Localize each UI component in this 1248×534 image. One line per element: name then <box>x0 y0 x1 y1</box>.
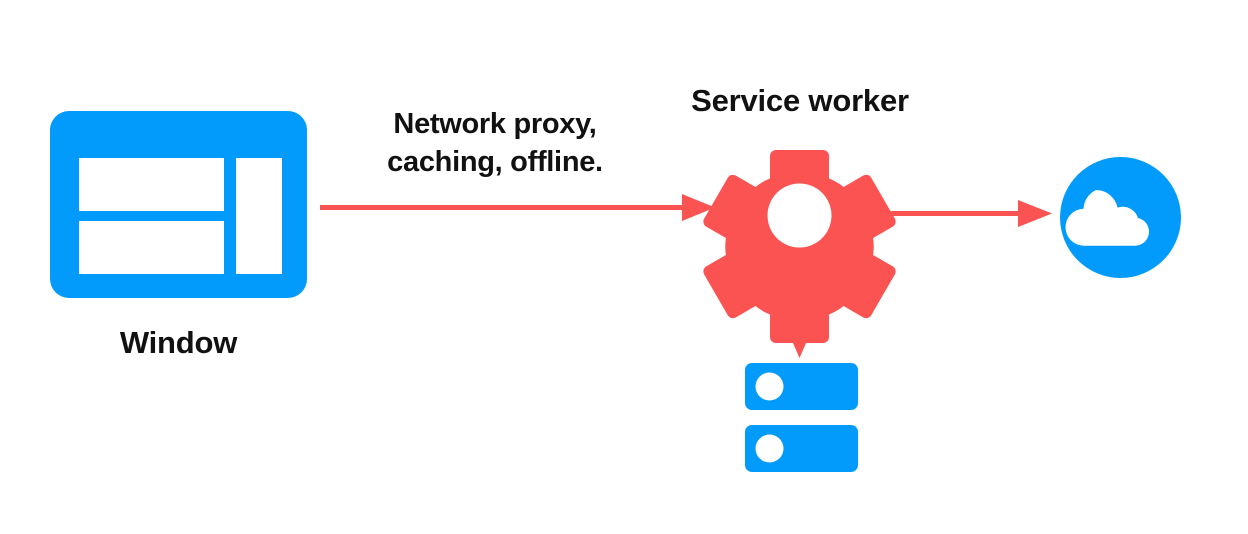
cloud-icon <box>1060 157 1181 278</box>
window-pane-side <box>236 158 282 274</box>
caption-line-2: caching, offline. <box>387 146 603 179</box>
network-proxy-caption: Network proxy, caching, offline. <box>330 105 660 182</box>
window-pane-bottom <box>79 221 224 274</box>
arrow-window-to-service-worker <box>320 194 715 221</box>
window-label: Window <box>119 325 238 360</box>
server-indicator-top <box>755 372 784 401</box>
caption-line-1: Network proxy, <box>393 108 597 140</box>
server-storage-icon <box>745 363 858 472</box>
gear-icon <box>703 149 896 344</box>
service-worker-label: Service worker <box>691 83 909 118</box>
browser-window-icon <box>50 111 307 298</box>
server-indicator-bottom <box>755 434 784 463</box>
arrow-service-worker-to-network <box>870 200 1052 227</box>
window-pane-top <box>79 158 224 211</box>
